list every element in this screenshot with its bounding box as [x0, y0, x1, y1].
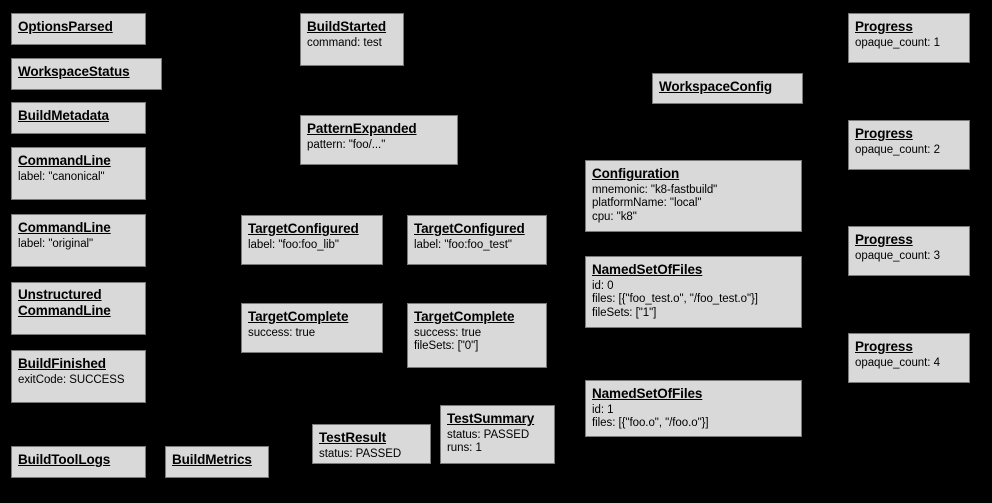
- node-fields: label: "foo:foo_test": [414, 238, 512, 251]
- node-configuration[interactable]: Configuration mnemonic: "k8-fastbuild" pl…: [585, 160, 802, 232]
- node-fields: success: true fileSets: ["0"]: [414, 326, 482, 353]
- node-options-parsed[interactable]: OptionsParsed: [11, 13, 146, 45]
- node-progress-1[interactable]: Progress opaque_count: 1: [848, 13, 970, 63]
- node-title: BuildFinished: [18, 356, 106, 371]
- node-title: TestSummary: [447, 411, 535, 426]
- node-title: WorkspaceConfig: [659, 79, 773, 94]
- node-title: TestResult: [319, 430, 387, 445]
- node-fields: success: true: [248, 326, 316, 339]
- node-fields: opaque_count: 3: [855, 249, 940, 262]
- node-named-set-of-files-0[interactable]: NamedSetOfFiles id: 0 files: [{"foo_test.…: [585, 256, 802, 328]
- node-command-line-original[interactable]: CommandLine label: "original": [11, 214, 146, 267]
- node-fields: status: PASSED runs: 1: [447, 428, 530, 455]
- node-workspace-status[interactable]: WorkspaceStatus: [11, 58, 162, 90]
- node-fields: opaque_count: 2: [855, 143, 940, 156]
- node-title: PatternExpanded: [307, 121, 417, 136]
- node-target-configured-foo-lib[interactable]: TargetConfigured label: "foo:foo_lib": [241, 215, 383, 265]
- node-target-complete-lib[interactable]: TargetComplete success: true: [241, 303, 383, 353]
- node-fields: label: "original": [18, 237, 94, 250]
- node-title: OptionsParsed: [18, 19, 113, 34]
- node-build-finished[interactable]: BuildFinished exitCode: SUCCESS: [11, 350, 146, 403]
- node-title: TargetComplete: [248, 309, 349, 324]
- node-fields: command: test: [307, 36, 382, 49]
- node-build-started[interactable]: BuildStarted command: test: [300, 13, 404, 66]
- node-title: Configuration: [592, 166, 680, 181]
- node-fields: opaque_count: 4: [855, 356, 940, 369]
- node-unstructured-command-line[interactable]: Unstructured CommandLine: [11, 282, 146, 335]
- node-progress-2[interactable]: Progress opaque_count: 2: [848, 120, 970, 170]
- node-build-tool-logs[interactable]: BuildToolLogs: [11, 446, 146, 478]
- node-pattern-expanded[interactable]: PatternExpanded pattern: "foo/...": [300, 115, 458, 165]
- node-progress-3[interactable]: Progress opaque_count: 3: [848, 226, 970, 276]
- node-workspace-config[interactable]: WorkspaceConfig: [652, 73, 803, 104]
- node-title: TargetConfigured: [248, 221, 359, 236]
- node-title: Progress: [855, 19, 913, 34]
- node-title: CommandLine: [18, 220, 111, 235]
- node-fields: id: 0 files: [{"foo_test.o", "/foo_test.…: [592, 279, 758, 319]
- node-progress-4[interactable]: Progress opaque_count: 4: [848, 333, 970, 383]
- node-test-summary[interactable]: TestSummary status: PASSED runs: 1: [440, 405, 555, 464]
- node-fields: mnemonic: "k8-fastbuild" platformName: "…: [592, 183, 718, 223]
- node-title: Progress: [855, 126, 913, 141]
- node-test-result[interactable]: TestResult status: PASSED: [312, 424, 431, 464]
- node-build-metadata[interactable]: BuildMetadata: [11, 102, 146, 134]
- node-title: WorkspaceStatus: [18, 64, 130, 79]
- node-build-metrics[interactable]: BuildMetrics: [165, 446, 269, 478]
- node-fields: exitCode: SUCCESS: [18, 373, 125, 386]
- node-title: Progress: [855, 339, 913, 354]
- node-command-line-canonical[interactable]: CommandLine label: "canonical": [11, 147, 146, 200]
- node-title: NamedSetOfFiles: [592, 262, 703, 277]
- node-title: TargetComplete: [414, 309, 515, 324]
- node-title: BuildMetadata: [18, 108, 109, 123]
- node-fields: id: 1 files: [{"foo.o", "/foo.o"}]: [592, 403, 709, 430]
- node-fields: pattern: "foo/...": [307, 138, 386, 151]
- node-title: Progress: [855, 232, 913, 247]
- node-title: Unstructured CommandLine: [18, 287, 111, 318]
- node-title: CommandLine: [18, 153, 111, 168]
- node-target-configured-foo-test[interactable]: TargetConfigured label: "foo:foo_test": [407, 215, 547, 265]
- node-fields: label: "canonical": [18, 170, 105, 183]
- node-fields: opaque_count: 1: [855, 36, 940, 49]
- node-fields: status: PASSED: [319, 447, 402, 460]
- node-title: TargetConfigured: [414, 221, 525, 236]
- node-fields: label: "foo:foo_lib": [248, 238, 339, 251]
- node-named-set-of-files-1[interactable]: NamedSetOfFiles id: 1 files: [{"foo.o", "…: [585, 380, 802, 437]
- node-title: BuildToolLogs: [18, 452, 111, 467]
- node-title: BuildMetrics: [172, 452, 252, 467]
- node-title: BuildStarted: [307, 19, 387, 34]
- node-target-complete-test[interactable]: TargetComplete success: true fileSets: ["…: [407, 303, 547, 368]
- node-title: NamedSetOfFiles: [592, 386, 703, 401]
